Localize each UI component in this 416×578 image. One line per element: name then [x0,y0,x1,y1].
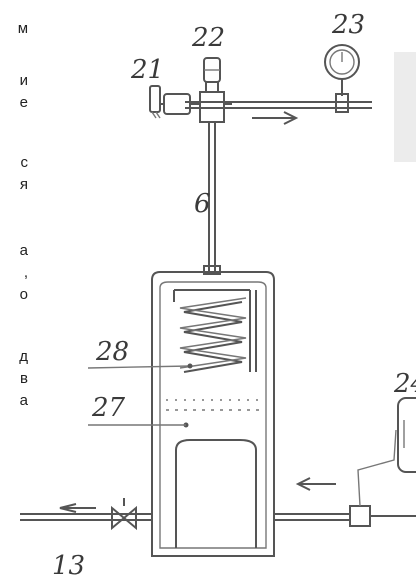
inlet-pipe-right [274,429,416,527]
outlet-pipe-13 [20,498,152,531]
text-fragment: м [17,20,28,37]
water-tank [151,265,275,557]
expansion-tank-24 [397,397,416,473]
text-fragment: е [19,94,28,111]
text-fragment: и [19,72,28,89]
tee-fitting [190,91,232,123]
text-fragment: а [19,242,28,259]
hot-water-pipe-6 [208,122,216,272]
text-fragment: о [19,286,28,303]
pressure-gauge-23 [324,44,360,113]
leader-lines [87,363,193,426]
text-fragment: д [19,348,28,365]
top-pipe [185,101,372,109]
flow-arrow-top [252,111,299,125]
text-fragment: в [20,370,28,387]
label-24: 24 [393,369,416,399]
air-valve-22 [203,57,221,93]
text-fragment: , [23,264,28,281]
label-27: 27 [91,393,126,423]
safety-valve-21 [149,85,191,119]
label-21: 21 [130,55,164,85]
label-13: 13 [52,551,85,578]
label-23: 23 [331,10,365,40]
inner-dome-27 [166,399,260,548]
heating-coil-28 [173,289,257,373]
text-fragment: я [19,176,28,193]
text-fragment: с [20,154,29,171]
label-6: 6 [194,189,211,219]
label-22: 22 [191,23,225,53]
label-28: 28 [95,337,129,367]
page-edge-shade [394,52,416,162]
text-fragment: а [19,392,28,409]
